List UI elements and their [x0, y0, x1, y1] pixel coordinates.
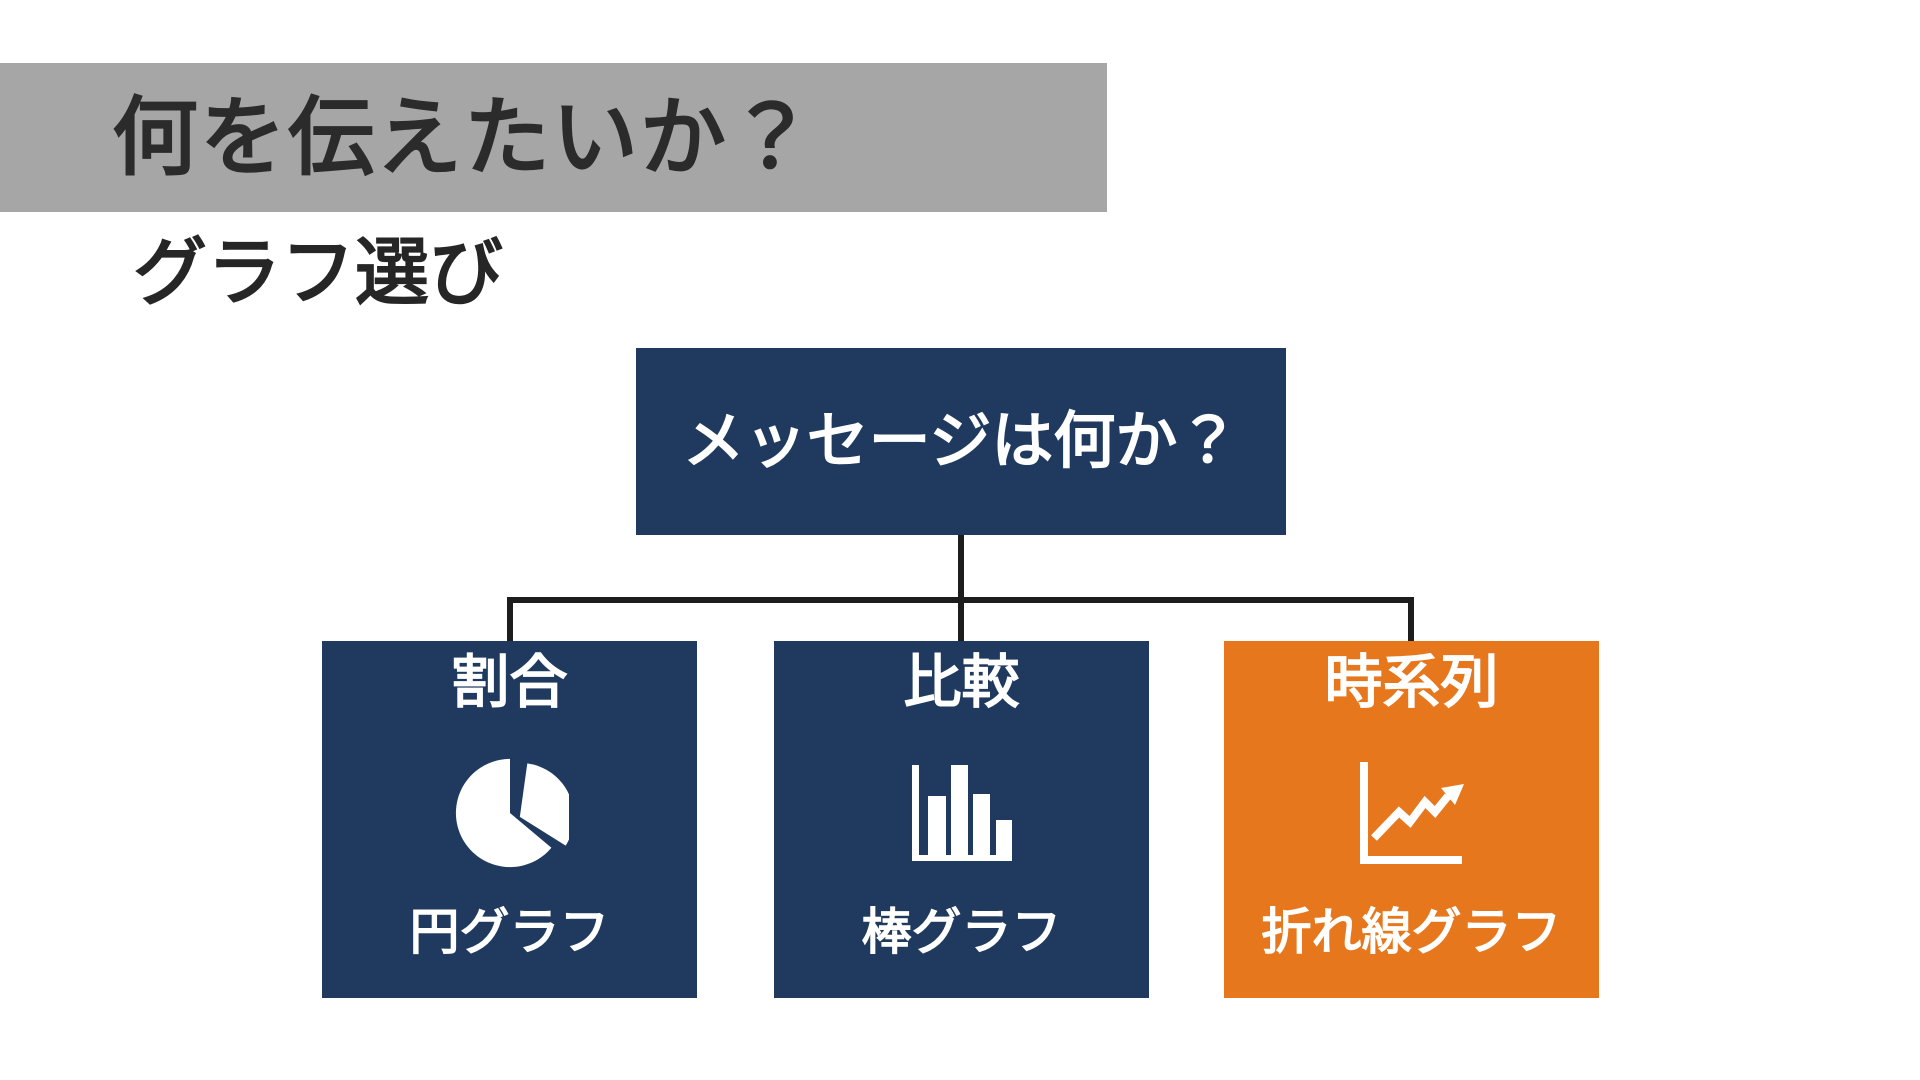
child-node-comparison: 比較 棒グラフ: [774, 641, 1149, 998]
connector-drop-left: [507, 597, 513, 641]
connector-stem: [958, 535, 964, 641]
node-label: 比較: [903, 650, 1020, 715]
chart-type-label: 折れ線グラフ: [1261, 903, 1562, 960]
node-label: 割合: [451, 650, 568, 715]
chart-type-label: 円グラフ: [409, 903, 610, 960]
page-subtitle: グラフ選び: [133, 231, 503, 314]
child-node-time-series: 時系列 折れ線グラフ: [1224, 641, 1599, 998]
line-chart-icon: [1359, 755, 1464, 871]
chart-type-label: 棒グラフ: [861, 903, 1062, 960]
root-node: メッセージは何か？: [636, 348, 1286, 535]
page-title: 何を伝えたいか？: [112, 89, 816, 186]
child-node-proportion: 割合 円グラフ: [322, 641, 697, 998]
node-label: 時系列: [1324, 650, 1499, 715]
connector-drop-right: [1408, 597, 1414, 641]
title-bar: 何を伝えたいか？: [0, 63, 1107, 212]
bar-chart-icon: [911, 755, 1012, 871]
connector-rail: [507, 597, 1414, 603]
root-node-label: メッセージは何か？: [682, 406, 1240, 476]
pie-chart-icon: [451, 755, 569, 871]
